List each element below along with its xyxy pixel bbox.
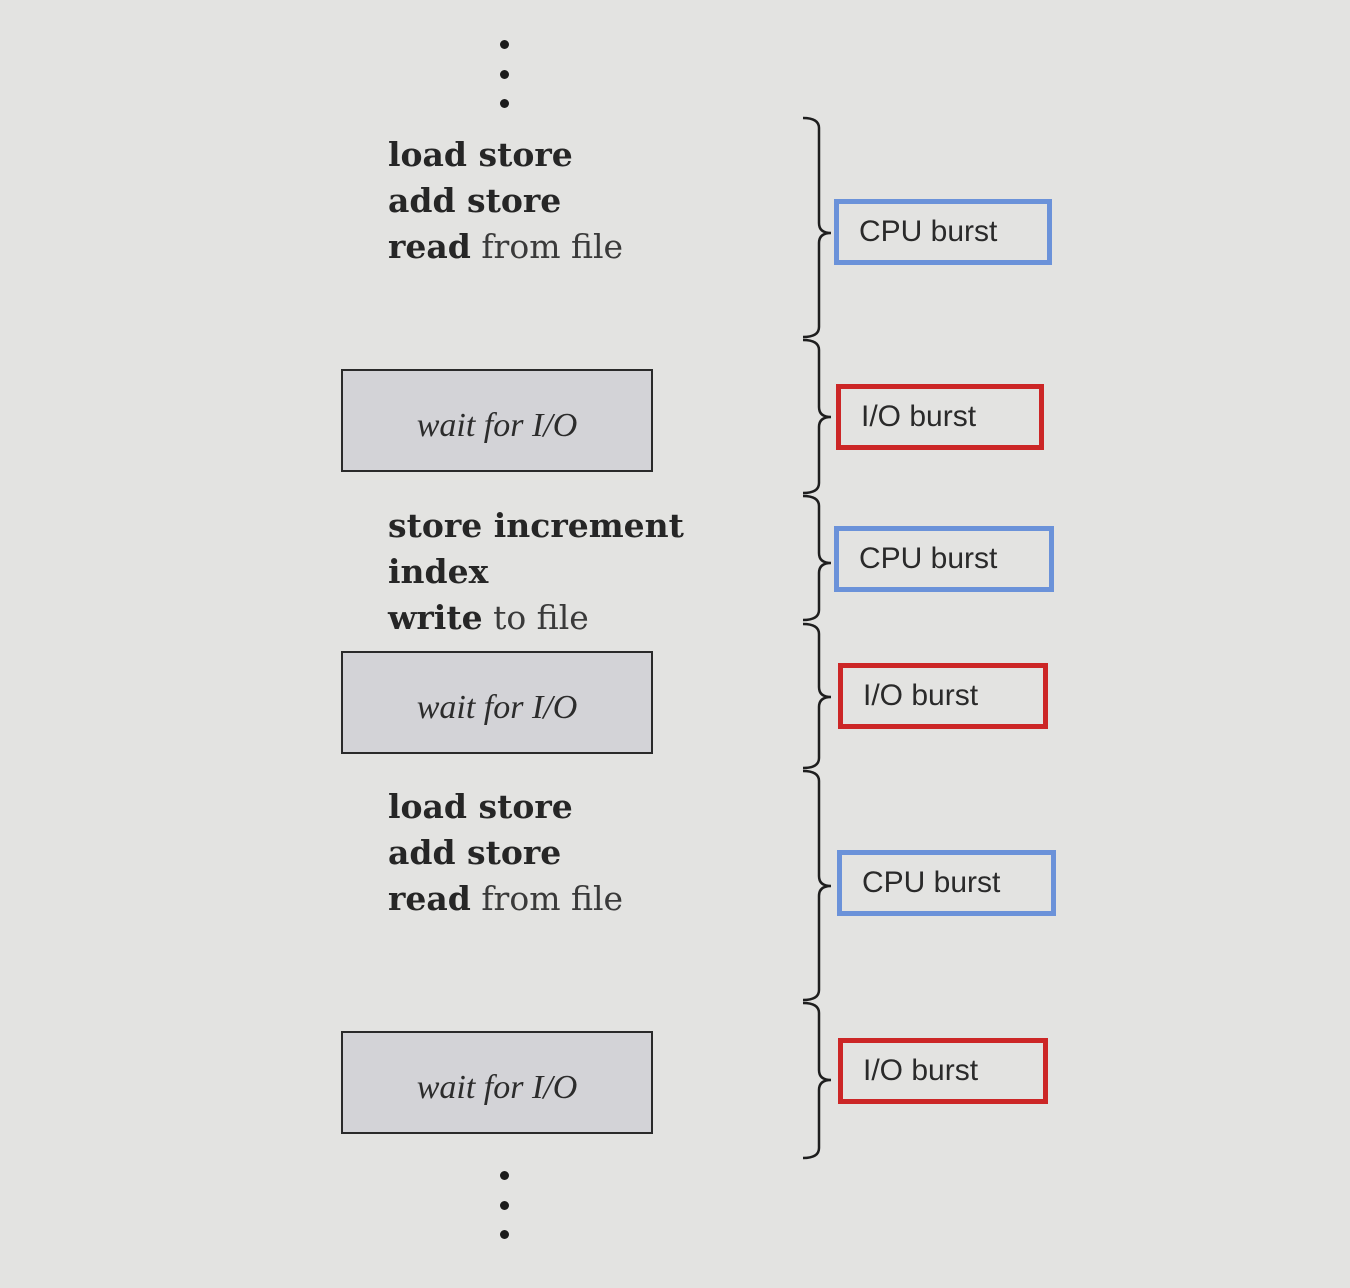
curly-brace-5 (802, 769, 832, 1002)
code-text: from file (470, 227, 624, 266)
dot (500, 1171, 509, 1180)
wait-for-io-box: wait for I/O (341, 651, 653, 754)
burst-label: CPU burst (859, 215, 998, 248)
wait-for-io-label: wait for I/O (416, 688, 578, 726)
dot (500, 40, 509, 49)
code-text: to file (482, 598, 589, 637)
dot (500, 1230, 509, 1239)
wait-for-io-box: wait for I/O (341, 1031, 653, 1134)
burst-label: I/O burst (861, 400, 977, 433)
code-keyword: write (388, 598, 483, 637)
io-burst-box: I/O burst (836, 384, 1044, 450)
curly-brace-4 (802, 622, 832, 770)
cpu-burst-box: CPU burst (834, 526, 1054, 592)
io-burst-box: I/O burst (838, 1038, 1048, 1104)
code-line: add store (388, 830, 623, 876)
code-keyword: load store (388, 787, 573, 826)
code-keyword: index (388, 552, 489, 591)
curly-brace-6 (802, 1001, 832, 1160)
curly-brace-2 (802, 338, 832, 495)
code-keyword: store increment (388, 506, 684, 545)
code-block-3: load store add store read from file (388, 784, 623, 922)
wait-for-io-label: wait for I/O (416, 406, 578, 444)
burst-label: I/O burst (863, 1054, 979, 1087)
code-keyword: load store (388, 135, 573, 174)
dot (500, 1201, 509, 1210)
dot (500, 99, 509, 108)
code-block-1: load store add store read from file (388, 132, 623, 270)
burst-label: CPU burst (859, 542, 998, 575)
code-line: store increment (388, 503, 684, 549)
code-text: from file (470, 879, 624, 918)
code-keyword: add store (388, 833, 562, 872)
cpu-burst-box: CPU burst (837, 850, 1056, 916)
io-burst-box: I/O burst (838, 663, 1048, 729)
code-keyword: add store (388, 181, 562, 220)
code-line: read from file (388, 876, 623, 922)
dot (500, 70, 509, 79)
burst-label: CPU burst (862, 866, 1001, 899)
code-block-2: store increment index write to file (388, 503, 684, 641)
code-line: load store (388, 784, 623, 830)
code-line: add store (388, 178, 623, 224)
cpu-burst-box: CPU burst (834, 199, 1052, 265)
wait-for-io-label: wait for I/O (416, 1068, 578, 1106)
curly-brace-1 (802, 116, 832, 339)
burst-label: I/O burst (863, 679, 979, 712)
wait-for-io-box: wait for I/O (341, 369, 653, 472)
code-line: load store (388, 132, 623, 178)
code-keyword: read (388, 227, 471, 266)
code-line: index (388, 549, 684, 595)
code-line: write to file (388, 595, 684, 641)
curly-brace-3 (802, 494, 832, 622)
code-line: read from file (388, 224, 623, 270)
code-keyword: read (388, 879, 471, 918)
